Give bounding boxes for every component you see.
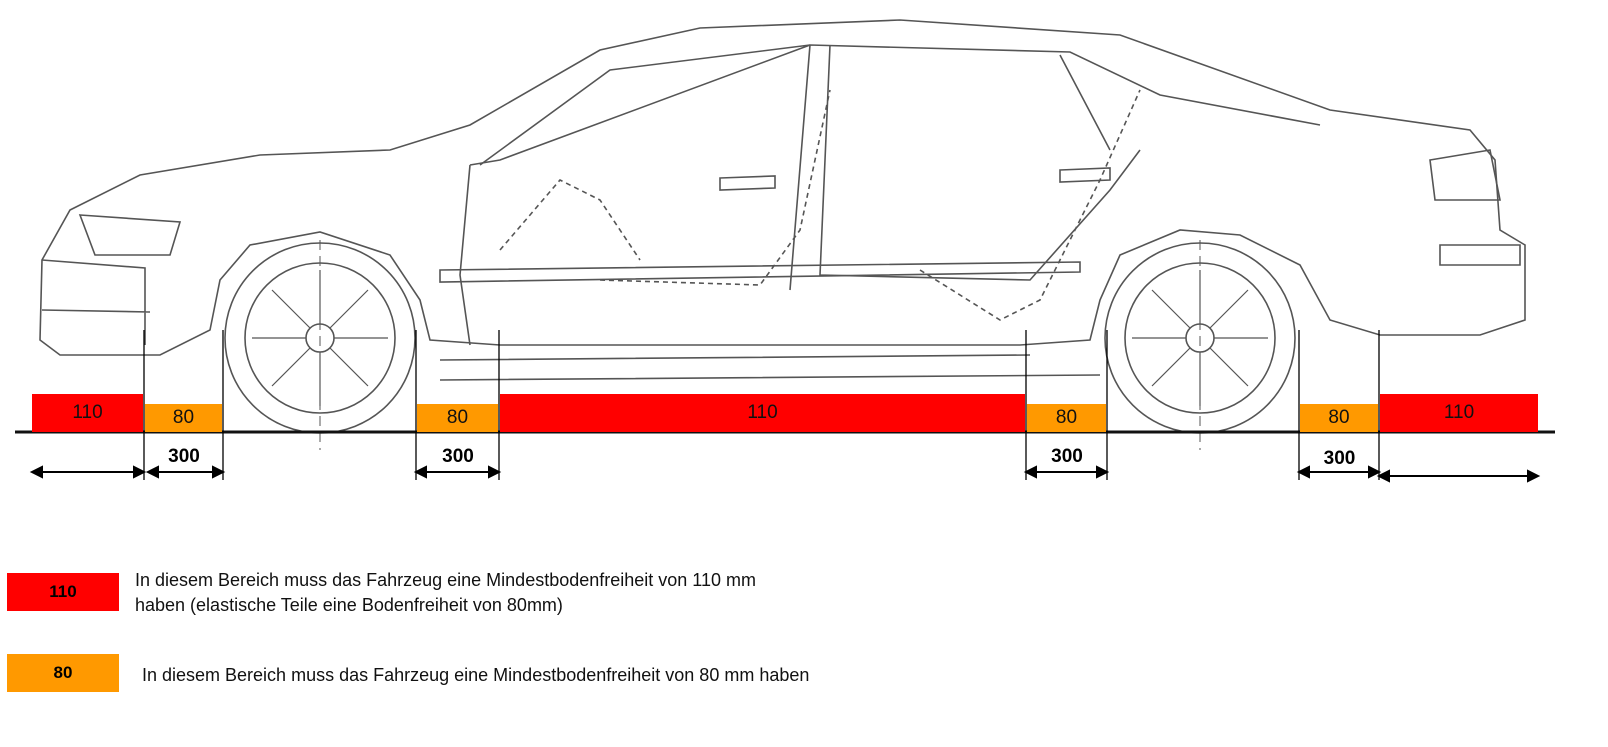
zone-boundary-lines (143, 330, 1380, 480)
zone-label: 80 (446, 407, 469, 428)
zone-front-wheel-rear: 80 (417, 404, 498, 432)
legend-swatch-red: 110 (7, 573, 119, 611)
zone-rear-overhang: 110 (1380, 394, 1538, 432)
zone-wheelbase: 110 (500, 394, 1025, 432)
axle-centerlines (319, 240, 1201, 450)
legend-text-orange: In diesem Bereich muss das Fahrzeug eine… (142, 665, 810, 685)
legend-text-line: In diesem Bereich muss das Fahrzeug eine… (135, 570, 756, 590)
dimension-label: 300 (168, 446, 200, 467)
dimension-label: 300 (1323, 448, 1356, 469)
front-door (459, 44, 811, 346)
zone-front-overhang: 110 (32, 394, 143, 432)
legend-text-red: In diesem Bereich muss das Fahrzeug eine… (135, 568, 756, 618)
zone-rear-wheel-front: 80 (1027, 404, 1106, 432)
zone-label: 110 (72, 402, 103, 423)
zone-label: 80 (172, 407, 195, 428)
wheel-spokes (252, 270, 1268, 406)
roof-line (479, 44, 1321, 166)
zone-label: 80 (1055, 407, 1078, 428)
zone-rear-wheel-rear: 80 (1300, 404, 1378, 432)
seats-dashed (499, 89, 1141, 321)
dimension-label: 300 (442, 446, 474, 467)
dimension-label: 300 (1051, 446, 1083, 467)
rear-door (819, 44, 1141, 281)
door-handles (719, 167, 1111, 191)
zone-label: 110 (747, 402, 778, 423)
legend-text-line: haben (elastische Teile eine Bodenfreihe… (135, 595, 563, 615)
rear-lamp (1429, 149, 1521, 266)
zone-label: 80 (1328, 407, 1350, 428)
car-body-outline (39, 19, 1526, 356)
zone-front-wheel-front: 80 (145, 404, 222, 432)
legend-swatch-orange: 80 (7, 654, 119, 692)
legend-swatch-label: 80 (53, 663, 73, 682)
sill (439, 354, 1101, 381)
side-molding (439, 261, 1081, 283)
legend-swatch-label: 110 (49, 582, 77, 601)
front-bumper (41, 214, 182, 345)
zone-label: 110 (1443, 402, 1475, 423)
dimension-arrows (29, 465, 1541, 483)
